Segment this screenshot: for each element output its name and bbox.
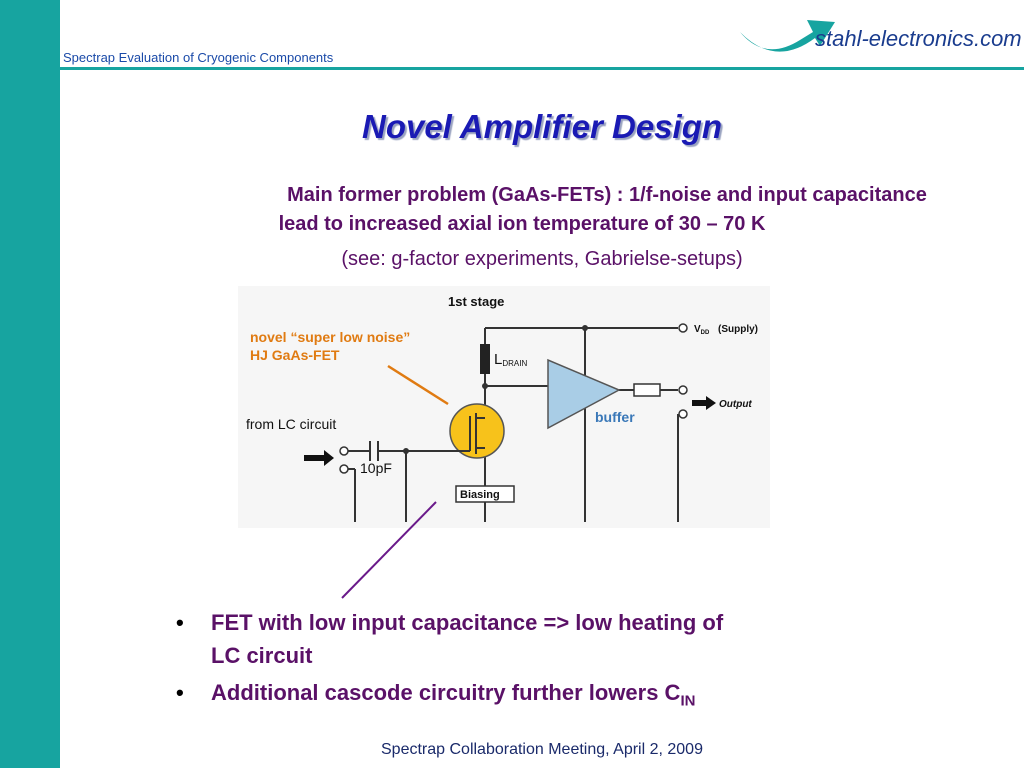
- logo-text: stahl-electronics.com: [815, 26, 1022, 51]
- list-item: • FET with low input capacitance => low …: [176, 606, 896, 672]
- inductor-label-sub: DRAIN: [502, 359, 527, 368]
- biasing-label: Biasing: [460, 489, 500, 501]
- supply-label: (Supply): [718, 324, 758, 335]
- input-label: from LC circuit: [246, 416, 336, 432]
- subtitle-line-1: Main former problem (GaAs-FETs) : 1/f-no…: [287, 184, 927, 206]
- fet-label-1: novel “super low noise”: [250, 329, 410, 345]
- pointer-line: [341, 501, 437, 599]
- input-arrow-icon: [304, 450, 334, 466]
- capacitor-label: 10pF: [360, 460, 392, 476]
- inductor-label: L: [494, 351, 502, 368]
- bullet-list: • FET with low input capacitance => low …: [176, 606, 896, 721]
- svg-text:LDRAIN: LDRAIN: [494, 351, 527, 368]
- stage-label: 1st stage: [448, 294, 504, 309]
- subtitle-note: (see: g-factor experiments, Gabrielse-se…: [341, 248, 743, 270]
- output-arrow-icon: [692, 396, 716, 410]
- slide-title: Novel Amplifier Design: [361, 108, 723, 145]
- logo-swoosh-icon: [740, 20, 835, 52]
- bullet-1-line-2: LC circuit: [211, 643, 313, 668]
- output-resistor: [633, 383, 661, 397]
- sidebar-band: [0, 0, 60, 768]
- bullet-2-subscript: IN: [680, 692, 696, 710]
- amplifier-schematic: 1st stage novel “super low noise” HJ GaA…: [238, 286, 770, 528]
- bullet-dot-icon: •: [176, 680, 184, 705]
- footer-text: Spectrap Collaboration Meeting, April 2,…: [381, 741, 703, 758]
- header-title: Spectrap Evaluation of Cryogenic Compone…: [63, 50, 334, 65]
- bullet-2-text: Additional cascode circuitry further low…: [211, 680, 681, 705]
- subtitle-line-2: lead to increased axial ion temperature …: [278, 213, 766, 235]
- logo: [740, 20, 835, 52]
- output-label: Output: [719, 399, 752, 410]
- vdd-label: V: [694, 324, 701, 335]
- fet-label-2: HJ GaAs-FET: [250, 347, 340, 363]
- buffer-amplifier: [547, 358, 621, 430]
- buffer-label: buffer: [595, 409, 635, 425]
- bullet-dot-icon: •: [176, 610, 184, 635]
- svg-text:VDD: VDD: [694, 324, 710, 336]
- list-item: • Additional cascode circuitry further l…: [176, 676, 896, 717]
- slide-subtitle: Main former problem (GaAs-FETs) : 1/f-no…: [60, 181, 1024, 239]
- header-rule: [60, 67, 1024, 70]
- vdd-label-sub: DD: [701, 330, 710, 336]
- biasing-box: [455, 485, 515, 503]
- bullet-1-line-1: FET with low input capacitance => low he…: [211, 610, 724, 635]
- drain-inductor: [480, 344, 490, 374]
